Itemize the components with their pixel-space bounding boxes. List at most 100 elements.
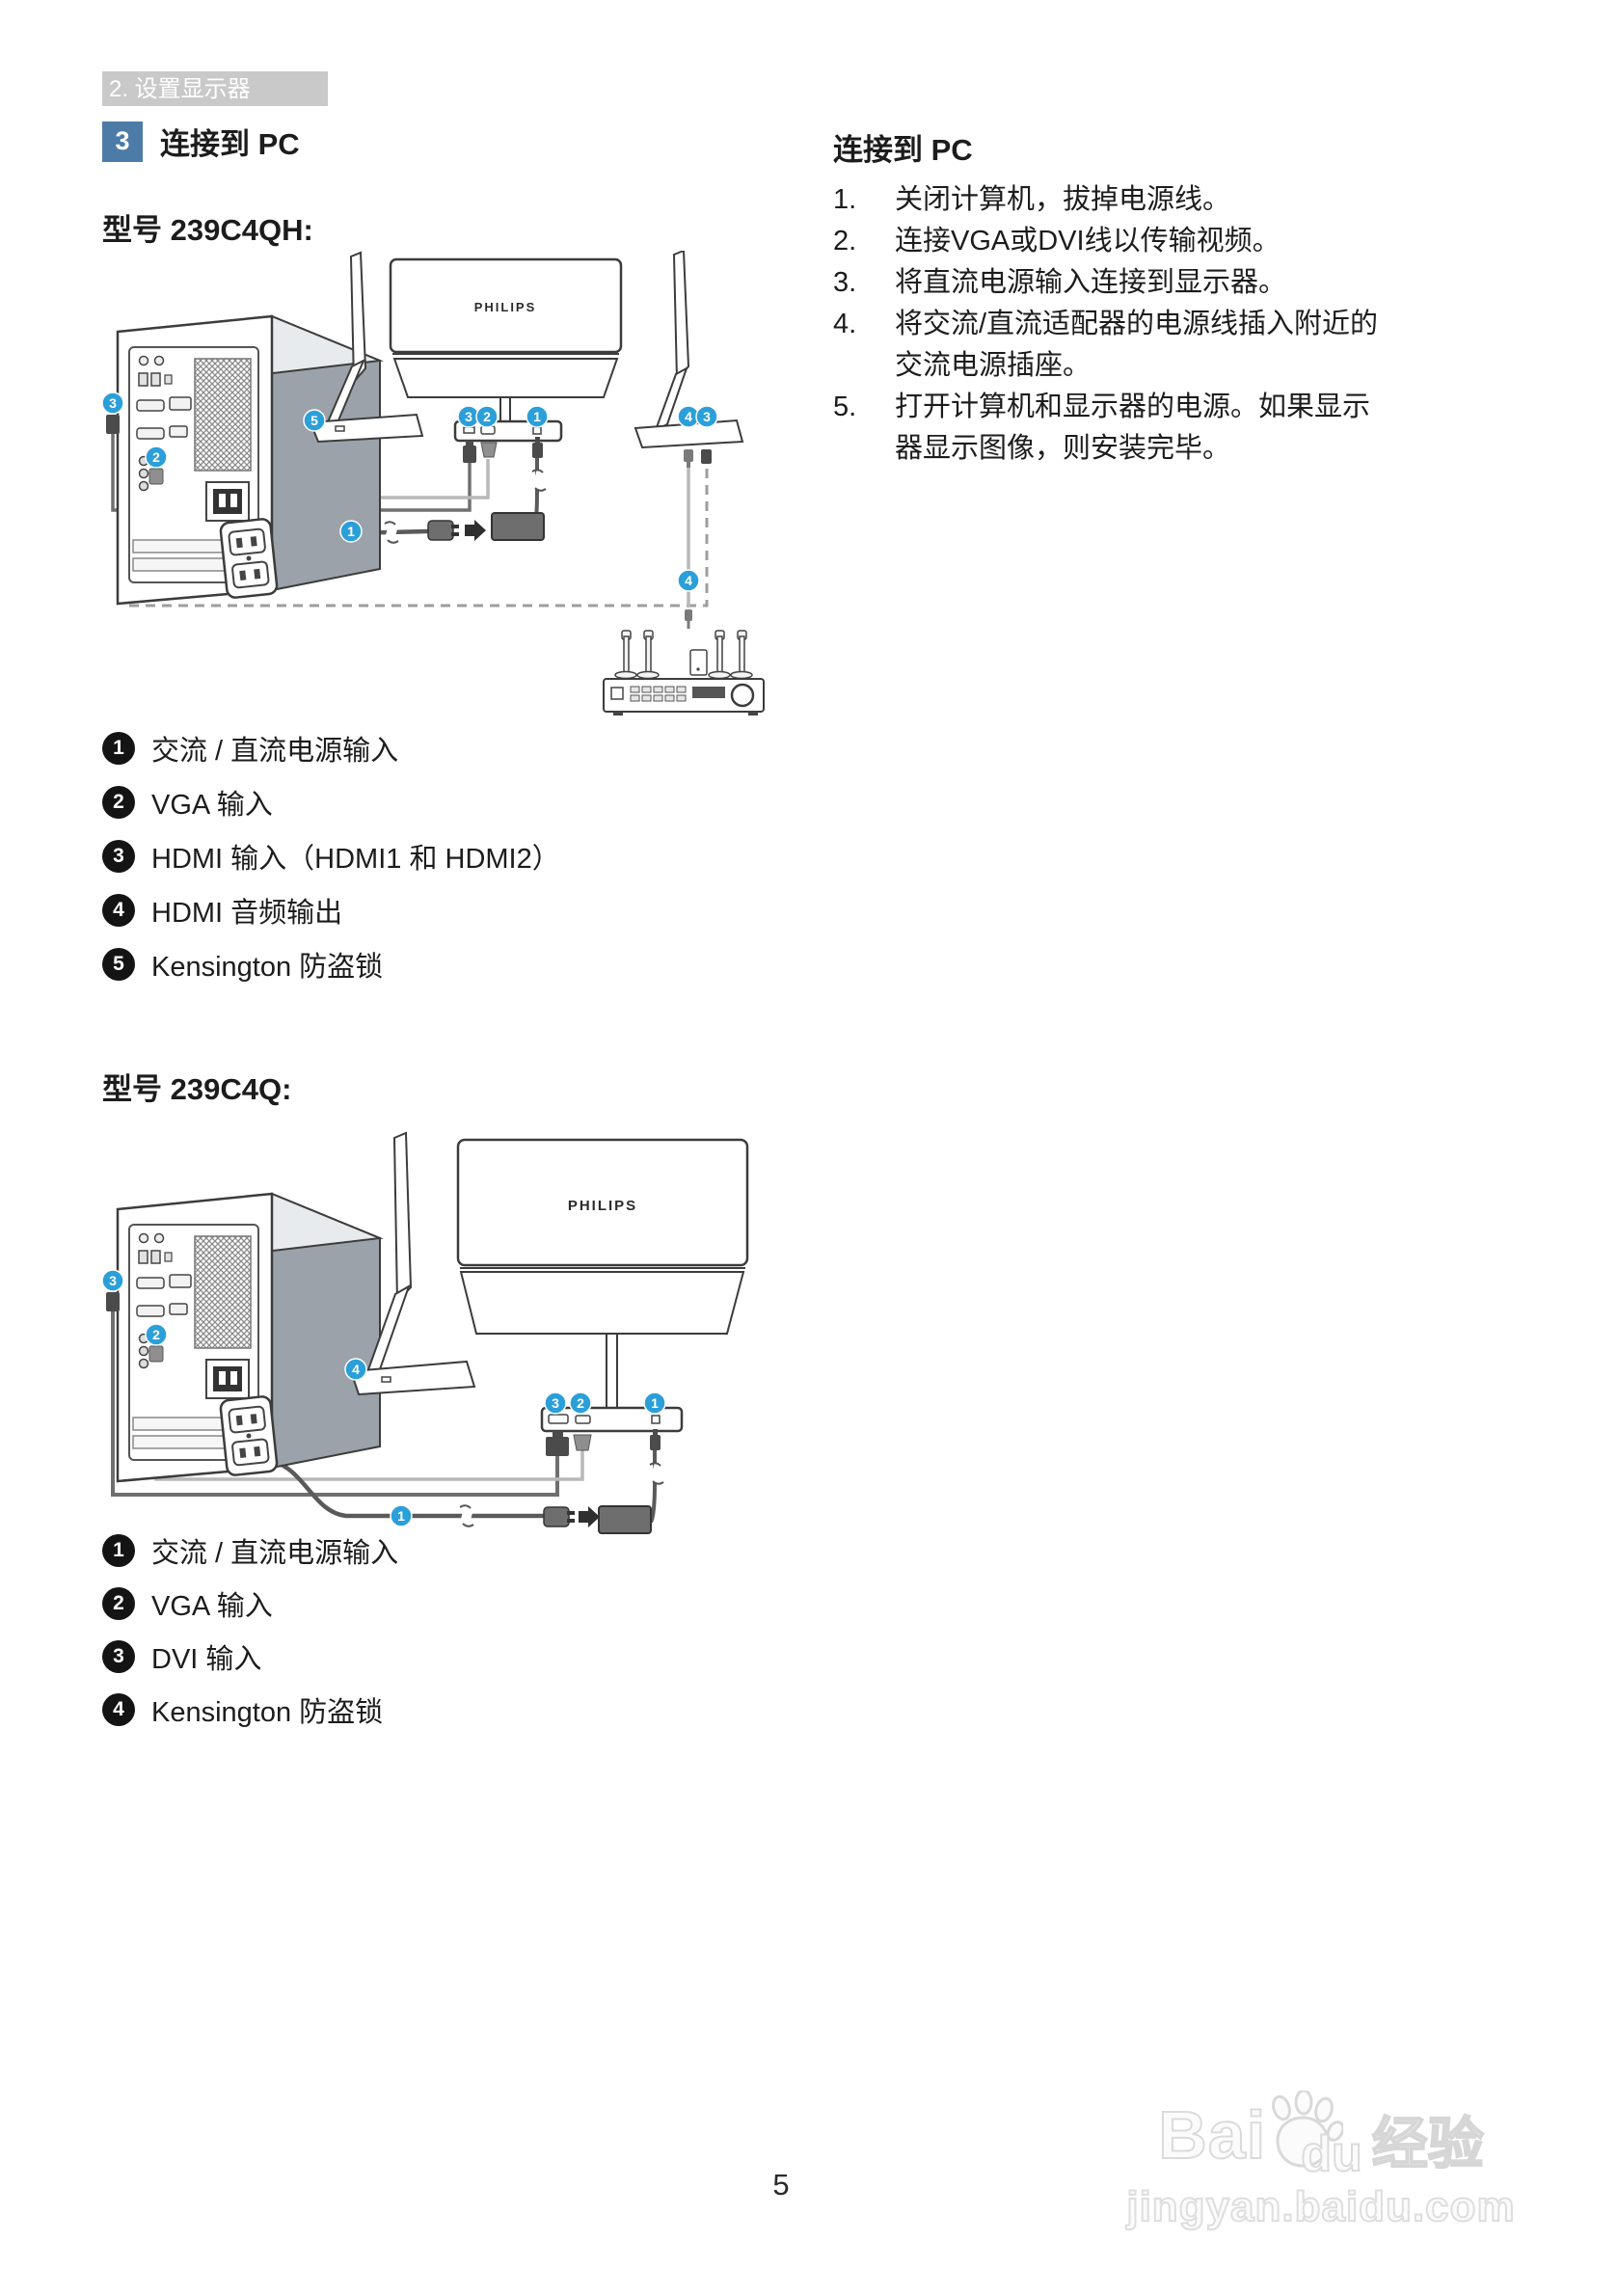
page-number: 5 bbox=[772, 2168, 790, 2201]
legend-item: 5 Kensington 防盗锁 bbox=[102, 937, 560, 991]
step-text: 将交流/直流适配器的电源线插入附近的交流电源插座。 bbox=[895, 309, 1379, 381]
legend-number-badge: 1 bbox=[102, 1533, 135, 1567]
dvi-plug-at-pc bbox=[106, 1292, 120, 1311]
legend-item: 1 交流 / 直流电源输入 bbox=[102, 721, 560, 775]
model2-title: 型号 239C4Q: bbox=[102, 1072, 292, 1106]
vga-plug bbox=[573, 1434, 592, 1451]
step-number: 3. bbox=[833, 267, 857, 298]
step-number: 2. bbox=[833, 226, 857, 257]
stand-neck bbox=[499, 396, 511, 423]
badge-power-input: 1 bbox=[643, 1391, 666, 1415]
watermark-du-text: du bbox=[1300, 2125, 1363, 2183]
legend-number-badge: 4 bbox=[102, 1692, 135, 1726]
svg-text:1: 1 bbox=[651, 1395, 659, 1411]
legend-item: 4 HDMI 音频输出 bbox=[102, 883, 560, 937]
instruction-step: 4. 将交流/直流适配器的电源线插入附近的交流电源插座。 bbox=[833, 304, 1412, 387]
step-text: 连接VGA或DVI线以传输视频。 bbox=[895, 226, 1281, 257]
instruction-step: 3. 将直流电源输入连接到显示器。 bbox=[833, 262, 1412, 304]
badge-vga-input: 2 bbox=[569, 1391, 592, 1415]
subwoofer bbox=[689, 649, 708, 676]
model1-title: 型号 239C4QH: bbox=[102, 213, 313, 247]
dc-port bbox=[651, 1415, 661, 1424]
legend-label: VGA 输入 bbox=[151, 1590, 273, 1622]
svg-text:3: 3 bbox=[109, 395, 117, 411]
section-number-badge: 3 bbox=[102, 121, 143, 162]
watermark-bai-text: Bai bbox=[1157, 2096, 1267, 2174]
audio-jack-plug bbox=[685, 609, 692, 629]
dc-plug bbox=[650, 1429, 661, 1450]
svg-text:4: 4 bbox=[685, 573, 692, 588]
legend-number-badge: 2 bbox=[102, 1586, 135, 1620]
legend-number-badge: 1 bbox=[102, 732, 135, 765]
kensington-slot bbox=[381, 1376, 391, 1383]
badge-hdmi-right: 3 bbox=[695, 405, 718, 428]
dvi-plug bbox=[546, 1431, 569, 1456]
svg-text:2: 2 bbox=[152, 1327, 160, 1342]
legend-number-badge: 5 bbox=[102, 948, 135, 981]
svg-text:1: 1 bbox=[533, 409, 541, 424]
legend-item: 1 交流 / 直流电源输入 bbox=[102, 1524, 398, 1577]
wall-outlet bbox=[219, 1395, 279, 1476]
legend-label: 交流 / 直流电源输入 bbox=[151, 1537, 399, 1569]
legend-item: 3 DVI 输入 bbox=[102, 1630, 398, 1683]
cable-break bbox=[649, 1462, 664, 1485]
monitor-side-view-right bbox=[634, 251, 744, 449]
hdmi-plug bbox=[463, 441, 476, 463]
legend-239C4Q: 1 交流 / 直流电源输入 2 VGA 输入 3 DVI 输入 4 Kensin… bbox=[102, 1524, 398, 1736]
legend-label: VGA 输入 bbox=[151, 790, 273, 821]
dvi-port bbox=[548, 1414, 569, 1424]
audio-out-plug bbox=[684, 449, 693, 468]
badge-kensington: 4 bbox=[344, 1358, 367, 1381]
instruction-step: 2. 连接VGA或DVI线以传输视频。 bbox=[833, 221, 1412, 262]
watermark-cn-text: 经验 bbox=[1371, 2112, 1485, 2176]
legend-239C4QH: 1 交流 / 直流电源输入 2 VGA 输入 3 HDMI 输入（HDMI1 和… bbox=[102, 721, 560, 991]
instructions-list: 1. 关闭计算机，拔掉电源线。 2. 连接VGA或DVI线以传输视频。 3. 将… bbox=[833, 179, 1412, 470]
badge-power-input: 1 bbox=[526, 405, 549, 428]
stand-neck bbox=[606, 1333, 618, 1409]
svg-text:4: 4 bbox=[352, 1362, 360, 1377]
legend-item: 4 Kensington 防盗锁 bbox=[102, 1683, 398, 1736]
vga-port bbox=[575, 1415, 591, 1424]
vga-plug-at-pc bbox=[148, 1345, 164, 1363]
insert-arrow-icon bbox=[465, 520, 486, 541]
legend-item: 3 HDMI 输入（HDMI1 和 HDMI2） bbox=[102, 829, 560, 883]
svg-text:2: 2 bbox=[152, 449, 160, 465]
step-number: 4. bbox=[833, 309, 857, 339]
legend-item: 2 VGA 输入 bbox=[102, 775, 560, 829]
svg-text:4: 4 bbox=[685, 409, 692, 424]
connection-diagram-239C4Q: PHILIPS 3 2 3 2 1 1 4 bbox=[101, 1131, 749, 1534]
vga-plug bbox=[480, 442, 498, 458]
legend-number-badge: 2 bbox=[102, 786, 135, 819]
watermark-logo: Bai du 经验 bbox=[1157, 2091, 1485, 2183]
legend-label: Kensington 防盗锁 bbox=[151, 1696, 384, 1728]
badge-audio-cable: 4 bbox=[677, 569, 700, 592]
badge-dvi-at-pc: 3 bbox=[101, 1269, 124, 1292]
svg-text:3: 3 bbox=[552, 1395, 559, 1411]
svg-text:5: 5 bbox=[310, 413, 318, 428]
monitor-side-view bbox=[309, 251, 424, 444]
legend-label: HDMI 音频输出 bbox=[151, 898, 343, 929]
philips-logo: PHILIPS bbox=[474, 300, 537, 314]
speaker-system bbox=[603, 630, 765, 716]
section-title: 连接到 PC bbox=[160, 127, 300, 161]
instruction-step: 5. 打开计算机和显示器的电源。如果显示器显示图像，则安装完毕。 bbox=[833, 387, 1412, 470]
hdmi-plug-at-pc bbox=[106, 415, 120, 434]
power-adapter bbox=[598, 1505, 652, 1534]
hdmi-port bbox=[463, 426, 475, 434]
legend-item: 2 VGA 输入 bbox=[102, 1577, 398, 1630]
section-heading: 3 连接到 PC bbox=[102, 120, 300, 163]
baidu-paw-icon bbox=[1272, 2091, 1344, 2168]
legend-label: 交流 / 直流电源输入 bbox=[151, 736, 399, 767]
legend-label: Kensington 防盗锁 bbox=[151, 952, 384, 983]
cable-break bbox=[459, 1504, 474, 1527]
badge-power-cord: 1 bbox=[390, 1504, 413, 1527]
wall-outlet bbox=[219, 518, 279, 599]
cable-break bbox=[384, 521, 399, 544]
dc-port bbox=[532, 426, 542, 435]
connection-diagram-239C4QH: PHILIPS bbox=[101, 251, 765, 716]
svg-text:2: 2 bbox=[577, 1395, 584, 1411]
step-number: 5. bbox=[833, 392, 857, 422]
svg-text:3: 3 bbox=[109, 1273, 117, 1288]
power-adapter bbox=[491, 512, 545, 541]
watermark-url: jingyan.baidu.com bbox=[1125, 2182, 1516, 2231]
